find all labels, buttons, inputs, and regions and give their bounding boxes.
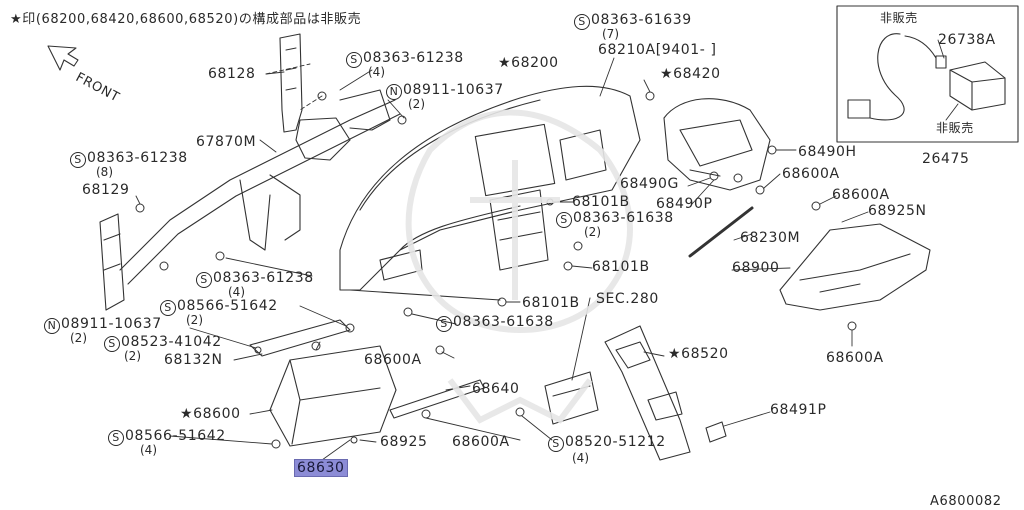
part-68600a-a: 68600A bbox=[782, 166, 840, 182]
qty-08520-51212: (4) bbox=[572, 451, 589, 465]
s-circle-icon: S bbox=[160, 300, 176, 316]
qty-08911-10637-b: (2) bbox=[70, 331, 87, 345]
harness-icon bbox=[847, 33, 1006, 121]
strip-68230m bbox=[688, 206, 754, 258]
bracket-68128 bbox=[279, 33, 303, 133]
part-68600a-e: 68600A bbox=[452, 434, 510, 450]
part-26738a: 26738A bbox=[938, 32, 996, 48]
part-68520: ★68520 bbox=[668, 346, 729, 362]
qty-08363-61238-b: (8) bbox=[96, 165, 113, 179]
s-circle-icon: S bbox=[196, 272, 212, 288]
inset-frame bbox=[836, 5, 1019, 143]
qty-08566-51642-b: (4) bbox=[140, 443, 157, 457]
rail-68640 bbox=[389, 379, 485, 419]
part-68490h: 68490H bbox=[798, 144, 857, 160]
sec-280: SEC.280 bbox=[596, 291, 659, 307]
s-circle-icon: S bbox=[556, 212, 572, 228]
qty-08911-10637-a: (2) bbox=[408, 97, 425, 111]
document-id: A6800082 bbox=[930, 494, 1002, 509]
header-note: ★印(68200,68420,68600,68520)の構成部品は非販売 bbox=[10, 12, 362, 27]
center-stack bbox=[489, 189, 549, 271]
qty-08363-61639: (7) bbox=[602, 27, 619, 41]
s-circle-icon: S bbox=[574, 14, 590, 30]
s-circle-icon: S bbox=[70, 152, 86, 168]
inset-hanbai-bottom: 非販売 bbox=[936, 121, 974, 135]
steering-member-67870m bbox=[119, 89, 401, 285]
part-26475: 26475 bbox=[922, 151, 970, 167]
part-68101b-b: 68101B bbox=[592, 259, 650, 275]
part-68490p: 68490P bbox=[656, 196, 713, 212]
part-68900: 68900 bbox=[732, 260, 780, 276]
watermark-crest bbox=[405, 109, 633, 424]
n-circle-icon: N bbox=[44, 318, 60, 334]
part-68101b-a: 68101B bbox=[572, 194, 630, 210]
part-68600a-d: 68600A bbox=[826, 350, 884, 366]
fasteners bbox=[135, 91, 857, 449]
qty-08523-41042: (2) bbox=[124, 349, 141, 363]
s-circle-icon: S bbox=[436, 316, 452, 332]
part-68129: 68129 bbox=[82, 182, 130, 198]
glove-box-68600 bbox=[249, 319, 397, 447]
part-68230m: 68230M bbox=[740, 230, 801, 246]
qty-08363-61238-a: (4) bbox=[368, 65, 385, 79]
qty-08566-51642-a: (2) bbox=[186, 313, 203, 327]
qty-08363-61238-c: (4) bbox=[228, 285, 245, 299]
part-67870m: 67870M bbox=[196, 134, 257, 150]
qty-08363-61638-a: (2) bbox=[584, 225, 601, 239]
part-68210a: 68210A[9401- ] bbox=[598, 42, 717, 58]
console-68900 bbox=[779, 223, 931, 311]
s-circle-icon: S bbox=[104, 336, 120, 352]
part-68600a-b: 68600A bbox=[832, 187, 890, 203]
part-68600a-c: 68600A bbox=[364, 352, 422, 368]
n-circle-icon: N bbox=[386, 84, 402, 100]
s-circle-icon: S bbox=[108, 430, 124, 446]
part-68600: ★68600 bbox=[180, 406, 241, 422]
part-68925: 68925 bbox=[380, 434, 428, 450]
front-arrow-icon bbox=[47, 45, 79, 71]
part-68101b-c: 68101B bbox=[522, 295, 580, 311]
s-circle-icon: S bbox=[346, 52, 362, 68]
inset-hanbai-top: 非販売 bbox=[880, 11, 918, 25]
part-68491p: 68491P bbox=[770, 402, 827, 418]
part-68925n: 68925N bbox=[868, 203, 927, 219]
finisher-68520 bbox=[604, 325, 691, 461]
part-68490g: 68490G bbox=[620, 176, 679, 192]
part-68630-highlighted[interactable]: 68630 bbox=[294, 459, 348, 477]
s-circle-icon: S bbox=[548, 436, 564, 452]
part-68420: ★68420 bbox=[660, 66, 721, 82]
bracket-68129 bbox=[99, 213, 125, 311]
leader-lines bbox=[135, 39, 959, 461]
meter-hood-68420 bbox=[663, 98, 771, 191]
lid-68491p bbox=[705, 421, 727, 443]
part-68128: 68128 bbox=[208, 66, 256, 82]
part-68132n: 68132N bbox=[164, 352, 223, 368]
part-68200: ★68200 bbox=[498, 55, 559, 71]
part-68640: 68640 bbox=[472, 381, 520, 397]
